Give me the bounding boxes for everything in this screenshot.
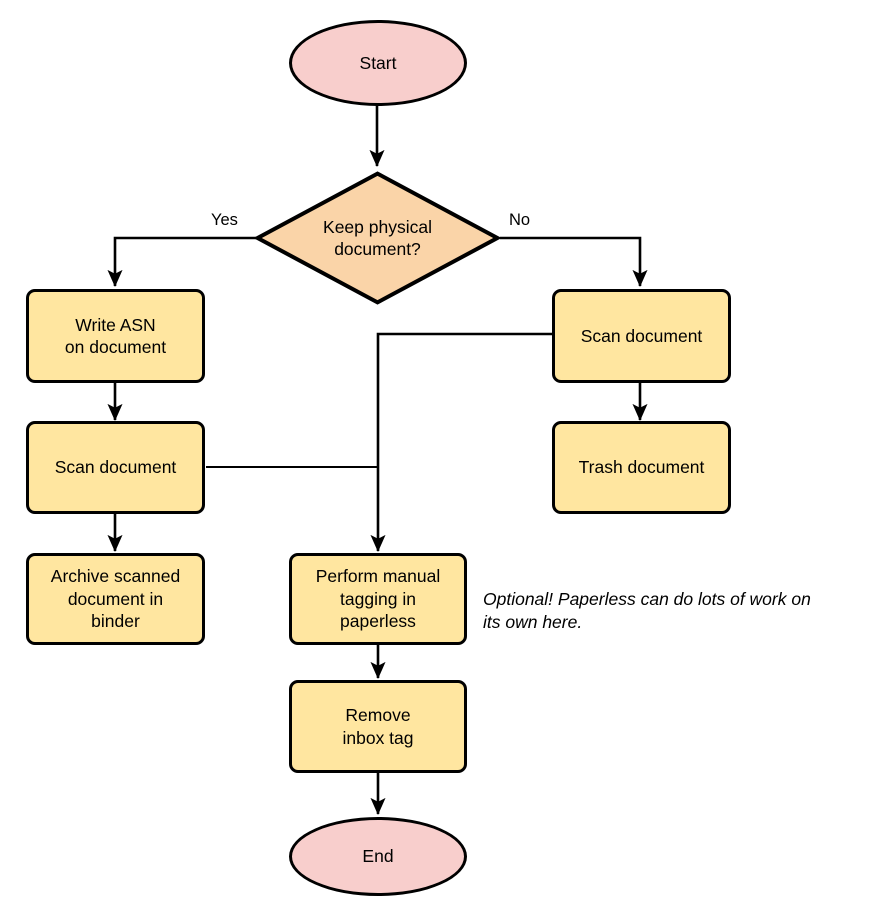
node-remove-inbox-tag[interactable]: Remove inbox tag	[289, 680, 467, 773]
node-write-asn-label: Write ASN on document	[65, 314, 166, 359]
edge-label-yes: Yes	[211, 211, 238, 229]
node-decision-keep-physical-document[interactable]: Keep physical document?	[253, 171, 502, 305]
node-archive-label-line1: Archive scanned	[50, 566, 181, 587]
node-start[interactable]: Start	[289, 20, 467, 106]
node-decision-label-line2: document?	[334, 239, 421, 259]
edge-decision-yes-to-write-asn	[107, 236, 256, 288]
node-start-label: Start	[359, 52, 397, 73]
node-end-label: End	[362, 846, 394, 867]
node-archive-label: Archive scanned document in binder	[51, 565, 180, 632]
node-archive-scanned-document[interactable]: Archive scanned document in binder	[26, 553, 205, 645]
node-tagging-label-line2: tagging in	[340, 588, 416, 609]
annotation-note-line2: its own here.	[483, 611, 583, 632]
edge-scan-right-to-tagging	[370, 332, 552, 553]
node-archive-label-line2: document in	[67, 588, 164, 609]
node-scan-document-right[interactable]: Scan document	[552, 289, 731, 383]
node-remove-inbox-label-line2: inbox tag	[342, 727, 414, 748]
node-end[interactable]: End	[289, 817, 467, 896]
edge-label-no: No	[509, 211, 531, 229]
node-remove-inbox-label-line1: Remove	[345, 705, 411, 726]
node-scan-document-left-label: Scan document	[54, 457, 177, 478]
node-remove-inbox-label: Remove inbox tag	[342, 704, 413, 749]
node-write-asn-on-document[interactable]: Write ASN on document	[26, 289, 205, 383]
node-tagging-label-line1: Perform manual	[315, 566, 441, 587]
decision-diamond-shape	[253, 171, 502, 305]
node-archive-label-line3: binder	[91, 611, 140, 632]
node-decision-label-line1: Keep physical	[323, 216, 432, 237]
node-trash-document[interactable]: Trash document	[552, 421, 731, 514]
node-write-asn-label-line2: on document	[64, 337, 167, 357]
node-decision-label: Keep physical document?	[255, 171, 500, 305]
node-tagging-label-line3: paperless	[340, 611, 416, 632]
node-scan-document-right-label: Scan document	[580, 325, 703, 346]
edge-decision-no-to-scan-right	[500, 236, 648, 288]
node-scan-document-left[interactable]: Scan document	[26, 421, 205, 514]
annotation-optional-note: Optional! Paperless can do lots of work …	[483, 588, 883, 634]
node-trash-document-label: Trash document	[578, 457, 705, 478]
node-tagging-label: Perform manual tagging in paperless	[316, 565, 441, 632]
annotation-note-line1: Optional! Paperless can do lots of work …	[483, 589, 811, 609]
node-perform-manual-tagging[interactable]: Perform manual tagging in paperless	[289, 553, 467, 645]
node-write-asn-label-line1: Write ASN	[75, 314, 156, 335]
